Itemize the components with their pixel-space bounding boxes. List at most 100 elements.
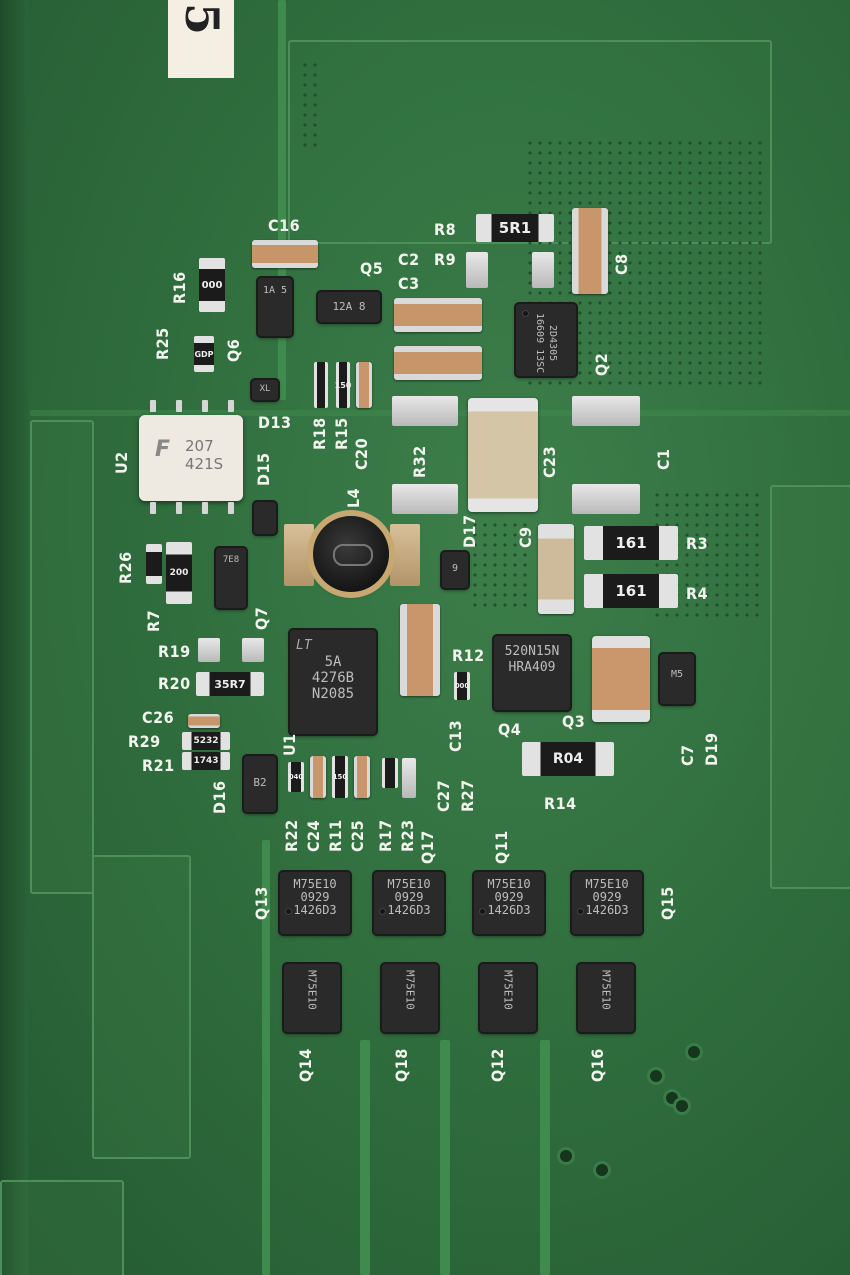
mosfet-marking-line1: M75E10 — [293, 877, 337, 891]
diode-d19: M5 — [660, 654, 694, 704]
capacitor-c7 — [592, 636, 650, 722]
transistor-q5: 12A 8 — [318, 292, 380, 322]
label-c9: C9 — [516, 526, 535, 548]
inductor-l4-pad-right — [390, 524, 420, 586]
board-edge — [0, 0, 28, 1275]
label-q14: Q14 — [296, 1048, 315, 1082]
capacitor-c26 — [188, 714, 220, 728]
label-r25: R25 — [153, 327, 172, 360]
label-r26: R26 — [116, 551, 135, 584]
via — [666, 1092, 678, 1104]
resistor-r20: 35R7 — [196, 672, 264, 696]
inductor-coil-mark — [333, 544, 373, 566]
transistor-q6: 1A 5 — [258, 278, 292, 336]
mosfet-marking-line2: 0929 — [592, 890, 622, 904]
label-r21: R21 — [142, 756, 175, 775]
mosfet-q16: M75E10 — [578, 964, 634, 1032]
pin1-dot — [285, 908, 292, 915]
label-r15: R15 — [332, 417, 351, 450]
via-array — [300, 60, 320, 150]
copper-plane-left — [30, 420, 94, 894]
sticker-number: 5 — [175, 2, 230, 36]
pad-c1-bottom — [572, 484, 640, 514]
label-q17: Q17 — [418, 830, 437, 864]
via — [596, 1164, 608, 1176]
capacitor-c13 — [400, 604, 440, 696]
mosfet-q4: 520N15N HRA409 — [494, 636, 570, 710]
q4-marking-line2: HRA409 — [508, 660, 556, 675]
label-q11: Q11 — [492, 830, 511, 864]
label-q7: Q7 — [252, 606, 271, 630]
mosfet-marking: M75E10 — [305, 970, 319, 1010]
resistor-r18 — [314, 362, 328, 408]
label-d17: D17 — [460, 514, 479, 548]
label-d16: D16 — [210, 780, 229, 814]
label-c27: C27 — [434, 779, 453, 812]
capacitor-c3 — [394, 346, 482, 380]
u1-marking-line2: 4276B — [311, 670, 355, 686]
q4-marking-line1: 520N15N — [504, 644, 560, 659]
label-r22: R22 — [282, 819, 301, 852]
ic-u1-lt: LT 5A 4276B N2085 — [290, 630, 376, 734]
pad-r32-bottom — [392, 484, 458, 514]
label-r32: R32 — [410, 445, 429, 478]
capacitor-c2 — [394, 298, 482, 332]
via — [560, 1150, 572, 1162]
trace — [360, 1040, 370, 1275]
label-q6: Q6 — [224, 338, 243, 362]
pad-r9-right — [532, 252, 554, 288]
label-r17: R17 — [376, 819, 395, 852]
label-r16: R16 — [170, 271, 189, 304]
capacitor-c16 — [252, 240, 318, 268]
trace — [540, 1040, 550, 1275]
label-c25: C25 — [348, 819, 367, 852]
capacitor-c8 — [572, 208, 608, 294]
u2-marking-line1: 207 — [185, 437, 214, 455]
fairchild-logo: F — [155, 437, 171, 462]
label-q12: Q12 — [488, 1048, 507, 1082]
via — [676, 1100, 688, 1112]
capacitor-c24 — [310, 756, 326, 798]
label-q13: Q13 — [252, 886, 271, 920]
resistor-r25: GDP — [194, 336, 214, 372]
mosfet-marking-line2: 0929 — [300, 890, 330, 904]
resistor-r11: 150 — [332, 756, 348, 798]
label-r27: R27 — [458, 779, 477, 812]
pad-r32-top — [392, 396, 458, 426]
resistor-r7: 200 — [166, 542, 192, 604]
u2-pin — [228, 502, 234, 514]
label-c26: C26 — [142, 708, 175, 727]
resistor-r22: 040 — [288, 762, 304, 792]
diode-d17: 9 — [442, 552, 468, 588]
label-c13: C13 — [446, 719, 465, 752]
label-r23: R23 — [398, 819, 417, 852]
label-c16: C16 — [268, 216, 301, 235]
resistor-r29: 5232 — [182, 732, 230, 750]
u1-marking-line1: 5A — [324, 654, 342, 670]
resistor-r21: 1743 — [182, 752, 230, 770]
copper-plane-sw — [0, 1180, 124, 1275]
label-q15: Q15 — [658, 886, 677, 920]
mosfet-q14: M75E10 — [284, 964, 340, 1032]
label-q2: Q2 — [592, 352, 611, 376]
label-r4: R4 — [686, 584, 709, 603]
resistor-r3: 161 — [584, 526, 678, 560]
mosfet-q12: M75E10 — [480, 964, 536, 1032]
label-r9: R9 — [434, 250, 457, 269]
mosfet-marking: M75E10 — [403, 970, 417, 1010]
resistor-r4: 161 — [584, 574, 678, 608]
label-q18: Q18 — [392, 1048, 411, 1082]
label-u2: U2 — [112, 451, 131, 474]
label-c3: C3 — [398, 274, 420, 293]
label-c23: C23 — [540, 445, 559, 478]
diode-d15 — [254, 502, 276, 534]
capacitor-c23 — [468, 398, 538, 512]
label-q3: Q3 — [562, 712, 586, 731]
resistor-r14: R04 — [522, 742, 614, 776]
label-r11: R11 — [326, 819, 345, 852]
copper-plane-lower-left — [92, 855, 191, 1159]
